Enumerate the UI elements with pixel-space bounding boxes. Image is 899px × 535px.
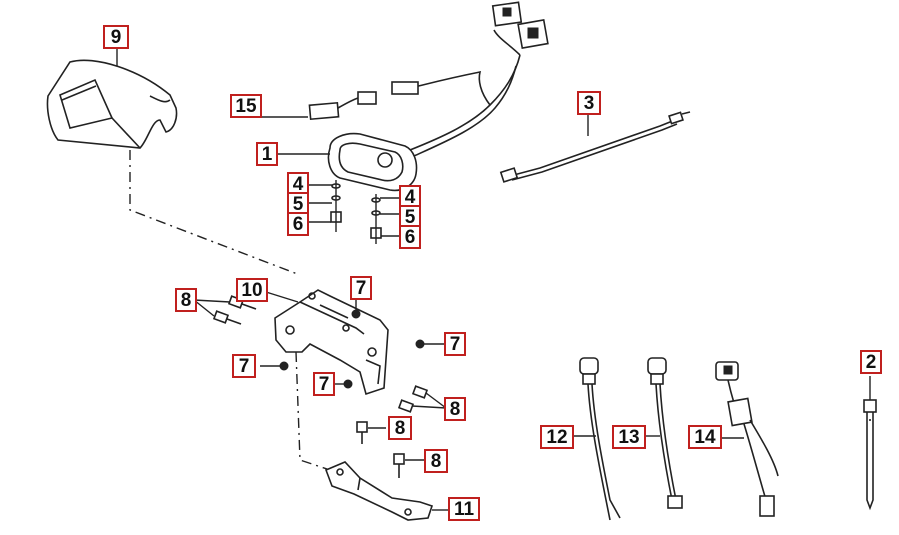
- callout-8: 8: [444, 397, 466, 421]
- indicator-lamp-a-part: [579, 357, 621, 521]
- callout-2: 2: [860, 350, 882, 374]
- callout-10: 10: [236, 278, 268, 302]
- lower-bracket-part: [324, 461, 434, 521]
- connector-module-part: [308, 91, 377, 121]
- callout-13: 13: [612, 425, 646, 449]
- speed-cable-part: [499, 111, 691, 183]
- callout-7: 7: [444, 332, 466, 356]
- meter-assembly-part: [327, 1, 549, 192]
- callout-7: 7: [232, 354, 256, 378]
- callout-8: 8: [175, 288, 197, 312]
- meter-cover-part: [46, 59, 178, 149]
- callout-4: 4: [399, 185, 421, 209]
- indicator-lamp-b-part: [647, 357, 683, 509]
- cable-tie-part: [863, 399, 877, 511]
- switch-harness-part: [715, 361, 779, 517]
- callout-7: 7: [313, 372, 335, 396]
- screw-set: [279, 309, 425, 389]
- callout-12: 12: [540, 425, 574, 449]
- callout-8: 8: [424, 449, 448, 473]
- washer-nut-set-left: [330, 180, 342, 232]
- callout-7: 7: [350, 276, 372, 300]
- callout-15: 15: [230, 94, 262, 118]
- callout-11: 11: [448, 497, 480, 521]
- callout-8: 8: [388, 416, 412, 440]
- callout-14: 14: [688, 425, 722, 449]
- callout-6: 6: [287, 212, 309, 236]
- callout-9: 9: [103, 25, 129, 49]
- callout-1: 1: [256, 142, 278, 166]
- callout-6: 6: [399, 225, 421, 249]
- washer-nut-set-right: [370, 194, 382, 244]
- callout-3: 3: [577, 91, 601, 115]
